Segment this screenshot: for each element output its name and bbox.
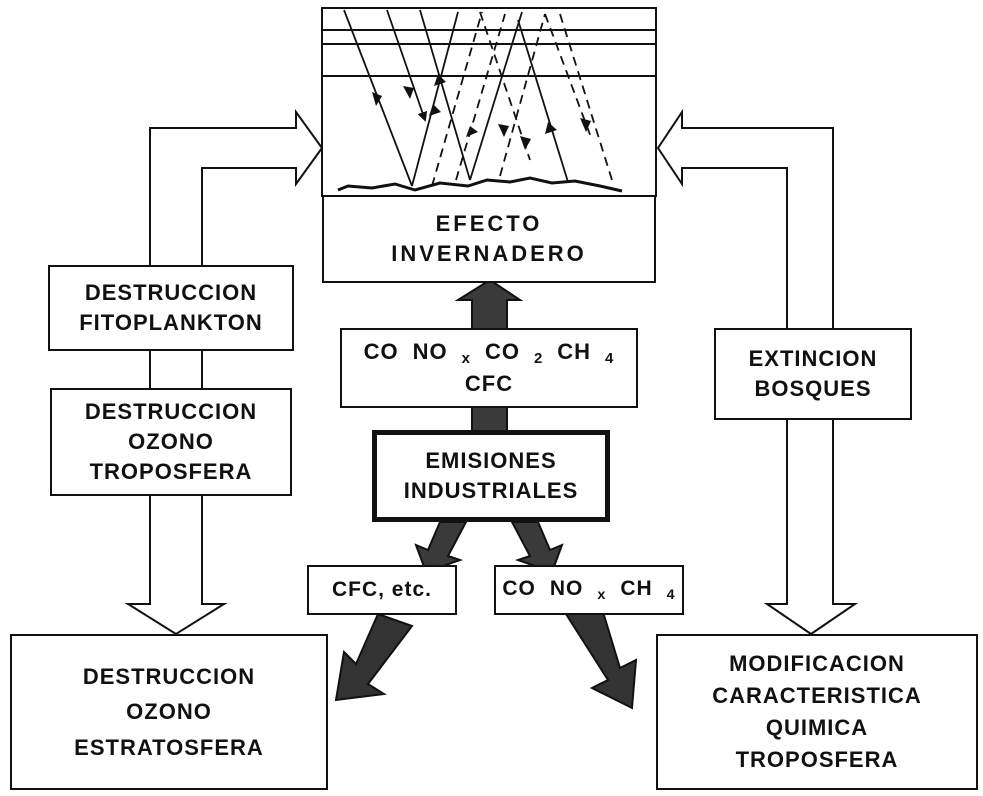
nox-label: NO x [412, 338, 471, 368]
co2-sub: 2 [533, 350, 544, 368]
strato-ozone-line-2: OZONO [126, 699, 212, 725]
tropo-ozone-line-1: DESTRUCCION [84, 399, 258, 425]
co-nox-ch4-label: CO NO x CH 4 [502, 575, 675, 605]
reflected-ray-dashed [431, 11, 613, 187]
industrial-line-2: INDUSTRIALES [403, 478, 579, 503]
chemistry-line-4: TROPOSFERA [735, 746, 899, 772]
forest-line-2: BOSQUES [754, 376, 872, 401]
left-feedback-arrow [124, 108, 324, 636]
greenhouse-line-2: INVERNADERO [391, 241, 587, 266]
nox-sub: x [461, 350, 471, 368]
stratospheric-ozone-box: DESTRUCCION OZONO ESTRATOSFERA [10, 634, 328, 790]
cfc-line: CFC [464, 371, 514, 397]
co-label-2: CO [502, 576, 536, 600]
nox-label-2: NO x [549, 576, 607, 603]
strato-ozone-line-3: ESTRATOSFERA [74, 734, 264, 760]
ch4-label-2: CH 4 [620, 576, 676, 603]
cfc-to-stratosphere-arrow [334, 612, 414, 702]
phytoplankton-line-2: FITOPLANKTON [79, 310, 263, 335]
forest-extinction-box: EXTINCION BOSQUES [714, 328, 912, 420]
chemistry-line-3: QUIMICA [765, 715, 869, 740]
chemistry-line-2: CARACTERISTICA [712, 683, 922, 709]
chemistry-line-1: MODIFICACION [729, 651, 905, 677]
emissions-up-arrow [454, 278, 524, 433]
co-label: CO [363, 338, 399, 364]
co-nox-ch4-box: CO NO x CH 4 [494, 565, 684, 615]
ch4-label: CH 4 [557, 338, 615, 368]
nox-main: NO [412, 338, 448, 364]
ch4-sub-2: 4 [666, 586, 676, 603]
ch4-main-2: CH [620, 576, 653, 600]
industrial-emissions-box: EMISIONES INDUSTRIALES [372, 430, 610, 522]
ch4-main: CH [557, 338, 592, 364]
tropo-ozone-line-3: TROPOSFERA [89, 458, 253, 484]
emitted-gases-box: CO NO x CO 2 CH 4 CFC [340, 328, 638, 408]
strato-ozone-line-1: DESTRUCCION [82, 664, 256, 690]
industrial-line-1: EMISIONES [425, 448, 557, 474]
greenhouse-effect-box: EFECTO INVERNADERO [322, 195, 656, 283]
cfc-etc-box: CFC, etc. [307, 565, 457, 615]
right-feedback-arrow [656, 108, 859, 636]
phytoplankton-destruction-box: DESTRUCCION FITOPLANKTON [48, 265, 294, 351]
emitted-gases-line-1: CO NO x CO 2 CH 4 [364, 337, 615, 369]
ch4-sub: 4 [605, 350, 615, 368]
phytoplankton-line-1: DESTRUCCION [84, 280, 258, 306]
ray-arrowheads [372, 74, 591, 150]
gases-to-troposphere-arrow [564, 600, 638, 710]
earth-surface [337, 176, 623, 193]
co2-main: CO [484, 338, 520, 364]
greenhouse-line-1: EFECTO [435, 211, 543, 237]
emissions-split-arrows [414, 521, 564, 574]
greenhouse-illustration [321, 7, 657, 197]
cfc-etc-label: CFC, etc. [331, 577, 432, 601]
tropo-ozone-line-2: OZONO [128, 429, 214, 455]
nox-main-2: NO [549, 576, 584, 600]
nox-sub-2: x [597, 586, 607, 603]
co2-label: CO 2 [484, 338, 544, 368]
tropospheric-ozone-box: DESTRUCCION OZONO TROPOSFERA [50, 388, 292, 496]
forest-line-1: EXTINCION [748, 346, 878, 372]
solar-ray-solid [343, 9, 569, 187]
troposphere-chemistry-box: MODIFICACION CARACTERISTICA QUIMICA TROP… [656, 634, 978, 790]
